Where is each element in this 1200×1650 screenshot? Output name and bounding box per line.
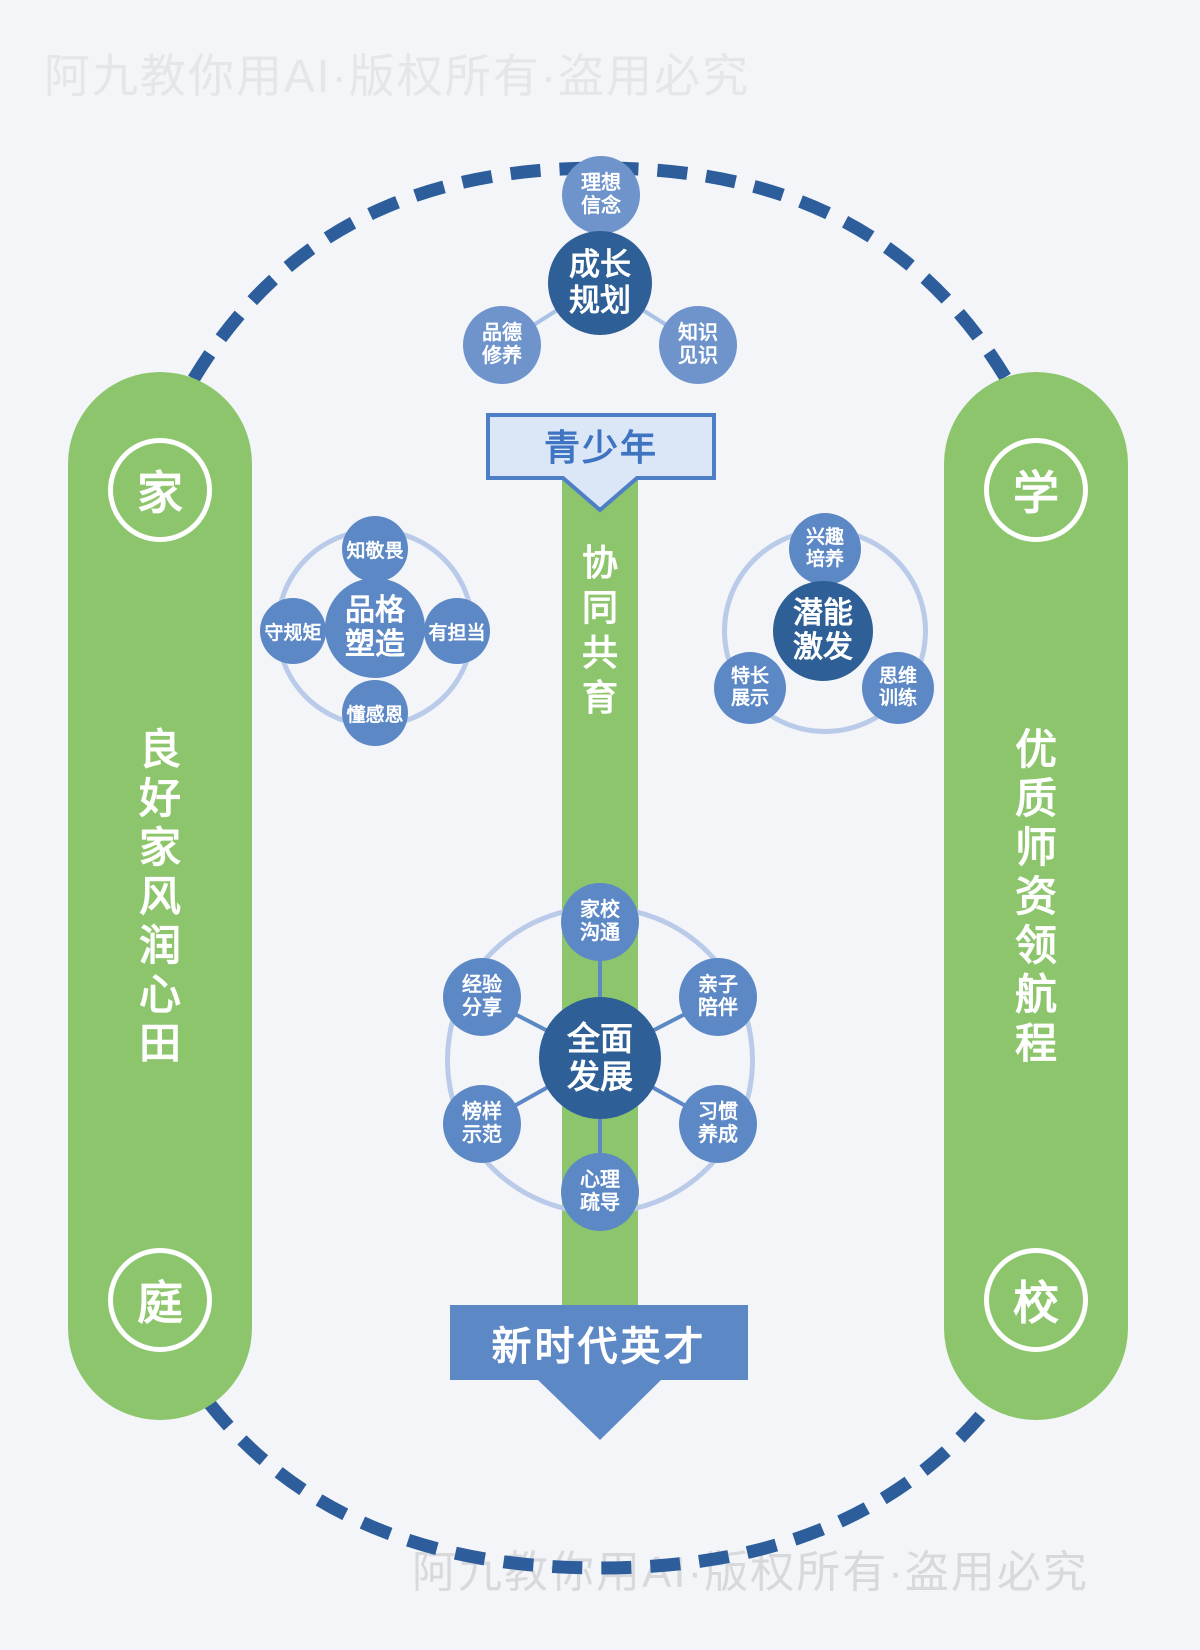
potential-satellite-interest: 兴趣培养	[789, 513, 861, 585]
school-badge-top-label: 学	[1013, 467, 1059, 519]
development-satellite-experience: 经验分享	[443, 958, 521, 1036]
school-badge-top: 学	[984, 438, 1088, 542]
dashed-arc-top	[113, 161, 1087, 562]
potential-satellite-thinking: 思维训练	[862, 652, 934, 724]
potential-satellite-talent: 特长展示	[714, 652, 786, 724]
talent-banner-path	[450, 1305, 748, 1440]
family-slogan: 良好家风润心田	[138, 726, 181, 1067]
family-badge-top-label: 家	[137, 467, 183, 519]
family-badge-bottom-label: 庭	[137, 1277, 183, 1329]
dashed-arc-bottom	[113, 1228, 1087, 1575]
school-pillar: 学 优质师资领航程 校	[944, 372, 1128, 1420]
youth-banner-label: 青少年	[543, 426, 658, 468]
growth-satellite-knowledge: 知识见识	[659, 306, 737, 384]
character-satellite-responsibility: 有担当	[424, 598, 490, 664]
development-spokes	[481, 922, 719, 1192]
growth-satellite-ideals: 理想信念	[562, 156, 640, 234]
family-pillar: 家 良好家风润心田 庭	[68, 372, 252, 1420]
school-badge-bottom-label: 校	[1013, 1277, 1059, 1329]
development-satellite-counseling: 心理疏导	[561, 1153, 639, 1231]
potential-center-circle: 潜能激发	[773, 581, 873, 681]
character-center-circle: 品格塑造	[325, 578, 425, 678]
school-badge-bottom: 校	[984, 1248, 1088, 1352]
youth-banner-shape	[486, 413, 716, 513]
character-satellite-rules: 守规矩	[260, 598, 326, 664]
development-center-circle: 全面发展	[539, 997, 661, 1119]
talent-banner-shape	[450, 1305, 748, 1440]
family-badge-bottom: 庭	[108, 1248, 212, 1352]
development-spoke-lines	[481, 922, 719, 1192]
character-satellite-gratitude: 懂感恩	[342, 680, 408, 746]
development-satellite-habits: 习惯养成	[679, 1085, 757, 1163]
watermark-top: 阿九教你用AI·版权所有·盗用必究	[44, 50, 751, 102]
youth-banner-path	[486, 413, 716, 513]
center-pillar-label: 协同共育	[581, 542, 618, 718]
school-slogan: 优质师资领航程	[1014, 726, 1057, 1067]
development-satellite-communication: 家校沟通	[561, 883, 639, 961]
growth-center-circle: 成长规划	[548, 231, 652, 335]
growth-satellite-morality: 品德修养	[463, 306, 541, 384]
talent-banner-label: 新时代英才	[491, 1324, 707, 1369]
character-satellite-awe: 知敬畏	[342, 516, 408, 582]
development-satellite-role-model: 榜样示范	[443, 1085, 521, 1163]
family-badge-top: 家	[108, 438, 212, 542]
development-satellite-companionship: 亲子陪伴	[679, 958, 757, 1036]
